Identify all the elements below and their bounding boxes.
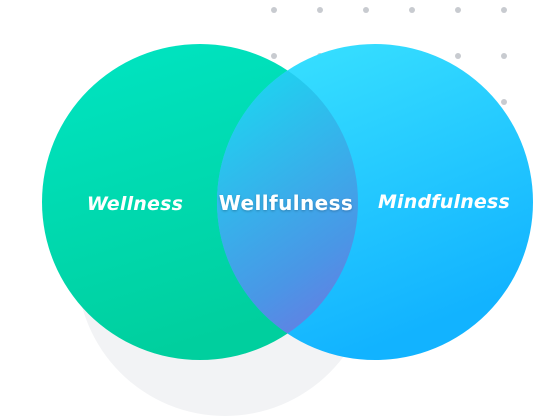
- decoration-dot: [455, 7, 461, 13]
- decoration-dot: [501, 99, 507, 105]
- decoration-dot: [363, 7, 369, 13]
- right-set-label: Mindfulness: [378, 191, 510, 213]
- overlap-label: Wellfulness: [219, 191, 353, 215]
- decoration-dot: [409, 7, 415, 13]
- decoration-dot: [455, 53, 461, 59]
- decoration-dot: [271, 7, 277, 13]
- left-set-label: Wellness: [87, 193, 183, 215]
- decoration-dot: [501, 7, 507, 13]
- decoration-dot: [501, 53, 507, 59]
- venn-overlap-region: [217, 44, 358, 360]
- decoration-dot: [271, 53, 277, 59]
- decoration-dot: [317, 7, 323, 13]
